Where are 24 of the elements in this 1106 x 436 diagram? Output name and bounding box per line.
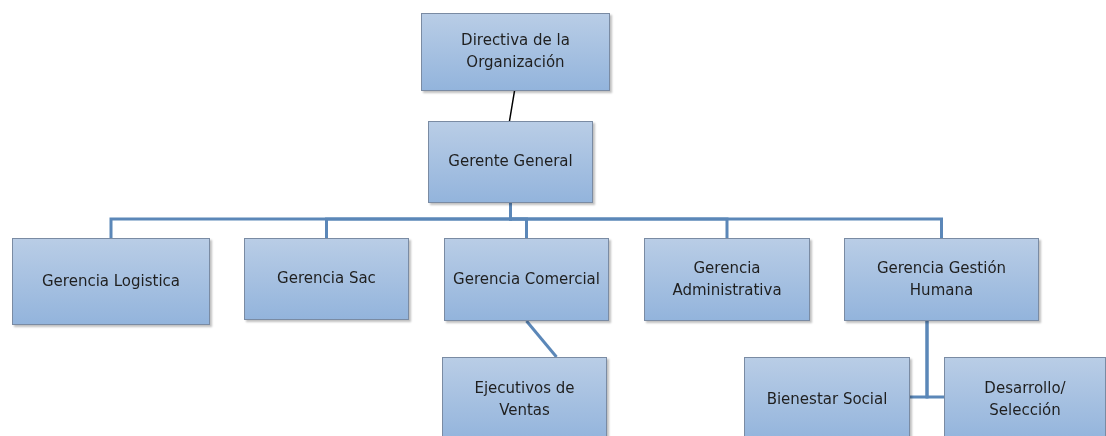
box-label: Gerencia Sac <box>276 268 377 290</box>
box-label: Bienestar Social <box>765 388 889 410</box>
org-box <box>444 238 609 321</box>
org-box <box>428 121 593 203</box>
connector-line <box>509 203 943 238</box>
box-label: Desarrollo/ Selección <box>983 377 1067 421</box>
org-box <box>744 357 910 436</box>
org-box <box>244 238 409 320</box>
org-box <box>442 357 607 436</box>
org-box <box>421 13 610 91</box>
org-box <box>944 357 1106 436</box>
org-box <box>844 238 1039 321</box>
connector-line <box>508 90 516 122</box>
box-label: Directiva de la Organización <box>460 30 571 73</box>
org-box <box>12 238 210 325</box>
box-label: Gerencia Comercial <box>452 268 601 290</box>
connector-line <box>925 321 944 399</box>
connector-line <box>525 320 558 358</box>
box-label: Gerencia Logistica <box>40 270 182 292</box>
box-label: Gerencia Administrativa <box>671 257 783 301</box>
org-box <box>644 238 810 321</box>
box-label: Gerencia Gestión Humana <box>875 257 1008 301</box>
box-label: Ejecutivos de Ventas <box>473 377 576 421</box>
box-label: Gerente General <box>447 151 574 173</box>
